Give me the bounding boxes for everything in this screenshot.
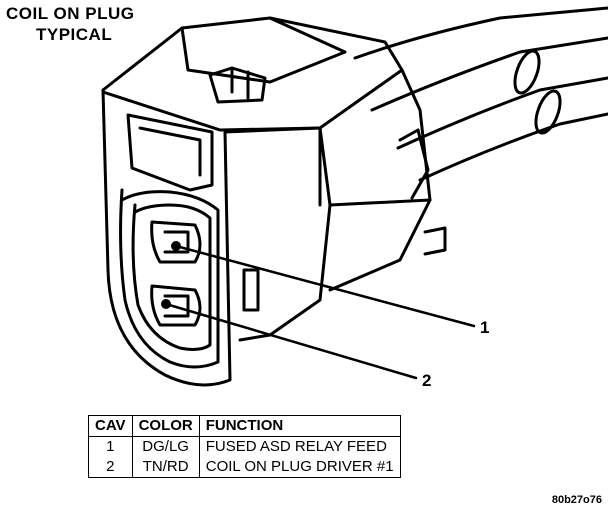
- table-header-row: CAV COLOR FUNCTION: [88, 415, 401, 437]
- callout-2: 2: [422, 371, 431, 390]
- table-row: 1 DG/LG FUSED ASD RELAY FEED: [88, 436, 401, 457]
- cavity-1-marker: [171, 241, 181, 251]
- leader-line-1: [174, 244, 476, 328]
- connector-housing: [101, 16, 447, 387]
- callout-1: 1: [480, 318, 489, 337]
- cell-color: DG/LG: [131, 436, 200, 457]
- diagram-subtitle: TYPICAL: [36, 25, 113, 44]
- leader-line-2: [164, 302, 418, 380]
- cell-function: FUSED ASD RELAY FEED: [198, 436, 401, 457]
- callout-leaders: [164, 244, 476, 380]
- header-color: COLOR: [131, 415, 200, 437]
- wire-harness: [353, 6, 608, 182]
- cell-color: TN/RD: [131, 457, 200, 478]
- header-cav: CAV: [88, 415, 133, 437]
- cavity-2-marker: [161, 299, 171, 309]
- cell-function: COIL ON PLUG DRIVER #1: [198, 457, 401, 478]
- cell-cav: 2: [88, 457, 133, 478]
- pinout-table: CAV COLOR FUNCTION 1 DG/LG FUSED ASD REL…: [88, 415, 401, 478]
- cell-cav: 1: [88, 436, 133, 457]
- diagram-title: COIL ON PLUG: [6, 4, 135, 23]
- table-row: 2 TN/RD COIL ON PLUG DRIVER #1: [88, 457, 401, 478]
- header-function: FUNCTION: [198, 415, 401, 437]
- reference-code: 80b27o76: [551, 494, 602, 506]
